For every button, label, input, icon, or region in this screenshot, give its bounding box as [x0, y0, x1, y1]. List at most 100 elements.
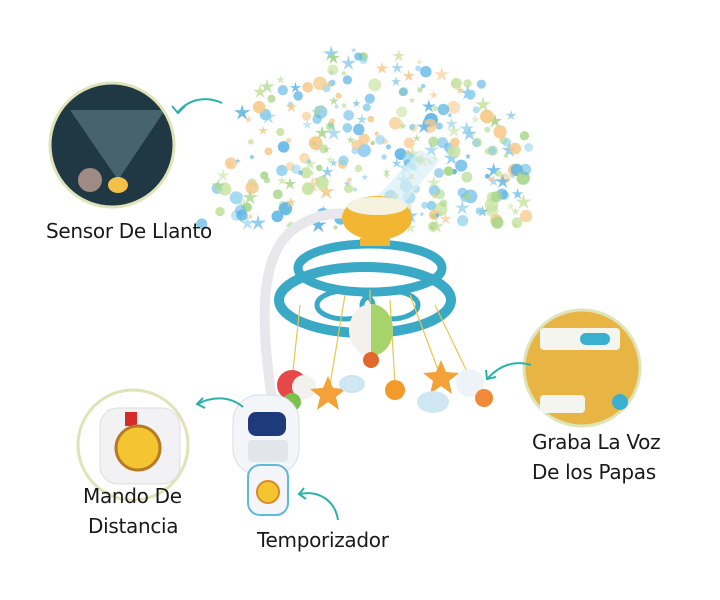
star-dot	[501, 142, 518, 157]
star-dot	[340, 101, 348, 109]
light-dot	[276, 164, 288, 177]
light-dot	[364, 93, 375, 104]
star-dot	[419, 211, 425, 217]
bear-toy	[475, 389, 493, 407]
light-dot	[463, 193, 471, 201]
light-dot	[488, 176, 494, 182]
star-dot	[398, 121, 408, 130]
star-dot	[329, 158, 338, 167]
light-dot	[368, 78, 382, 92]
light-dot	[302, 81, 313, 93]
light-dot	[437, 103, 450, 116]
light-dot	[396, 106, 408, 118]
light-dot	[357, 143, 371, 158]
star-dot	[495, 173, 511, 189]
light-dot	[463, 79, 472, 88]
star-dot	[486, 162, 502, 177]
light-dot	[493, 125, 507, 139]
light-dot	[325, 122, 335, 131]
light-dot	[397, 153, 404, 160]
star-dot	[317, 182, 335, 199]
star-dot	[252, 84, 268, 98]
star-dot	[470, 114, 481, 124]
star-dot	[510, 206, 520, 216]
star-dot	[422, 99, 436, 113]
light-dot	[277, 84, 288, 96]
light-dot	[313, 76, 327, 91]
mobile-arm	[259, 208, 360, 405]
star-toy	[310, 376, 346, 410]
light-dot	[447, 144, 461, 158]
light-dot	[342, 75, 353, 85]
light-dot	[420, 66, 432, 78]
remote-label-line2: Distancia	[88, 514, 179, 538]
light-dot	[435, 189, 446, 200]
light-dot	[484, 173, 490, 179]
star-dot	[340, 55, 357, 70]
arrow-icon	[299, 492, 339, 521]
light-dot	[435, 122, 443, 130]
light-dot	[248, 139, 254, 145]
star-dot	[416, 119, 431, 134]
star-dot	[459, 121, 474, 135]
light-dot	[450, 137, 460, 148]
light-dot	[461, 171, 473, 183]
crib-unit	[232, 394, 300, 516]
star-dot	[314, 125, 330, 140]
light-dot	[426, 200, 437, 211]
light-dot	[347, 177, 352, 183]
sensor-label: Sensor De Llanto	[46, 219, 212, 243]
star-dot	[383, 172, 391, 180]
star-dot	[390, 76, 402, 87]
light-dot	[338, 155, 349, 166]
star-dot	[375, 61, 389, 74]
star-dot	[433, 66, 450, 82]
light-dot	[285, 137, 292, 144]
light-dot	[334, 104, 339, 109]
light-dot	[351, 139, 362, 150]
star-dot	[310, 140, 317, 146]
star-dot	[464, 153, 472, 160]
light-dot	[428, 136, 439, 148]
star-dot	[258, 125, 268, 135]
timer-label: Temporizador	[257, 528, 389, 552]
elephant-toy	[385, 380, 405, 400]
light-dot	[234, 204, 247, 216]
record-label-line1: Graba La Voz	[532, 430, 661, 454]
light-dot	[476, 79, 486, 89]
star-dot	[289, 81, 302, 93]
star-dot	[244, 115, 253, 123]
star-dot	[224, 158, 236, 169]
light-dot	[264, 147, 273, 156]
star-dot	[285, 101, 298, 113]
star-dot	[240, 215, 255, 230]
star-dot	[277, 175, 287, 186]
star-dot	[445, 117, 458, 130]
light-dot	[308, 136, 323, 150]
star-dot	[233, 104, 251, 120]
light-dot	[519, 163, 532, 176]
remote-detail-image	[76, 388, 190, 502]
light-dot	[298, 170, 303, 176]
star-dot	[361, 173, 369, 181]
light-dot	[316, 164, 323, 172]
star-dot	[350, 47, 357, 53]
light-dot	[327, 64, 339, 76]
star-dot	[310, 216, 327, 233]
light-dot	[519, 209, 533, 223]
light-dot	[446, 100, 461, 114]
light-dot	[381, 154, 387, 160]
star-dot	[423, 142, 439, 157]
light-dot	[267, 94, 276, 103]
star-dot	[434, 212, 441, 218]
light-dot	[415, 65, 421, 72]
star-dot	[412, 133, 421, 142]
light-dot	[329, 118, 335, 124]
star-dot	[515, 193, 532, 210]
light-dot	[434, 168, 444, 178]
star-dot	[351, 185, 359, 193]
arrow-icon	[177, 98, 223, 113]
light-dot	[301, 111, 312, 121]
star-dot	[310, 105, 324, 118]
light-dot	[457, 215, 469, 227]
